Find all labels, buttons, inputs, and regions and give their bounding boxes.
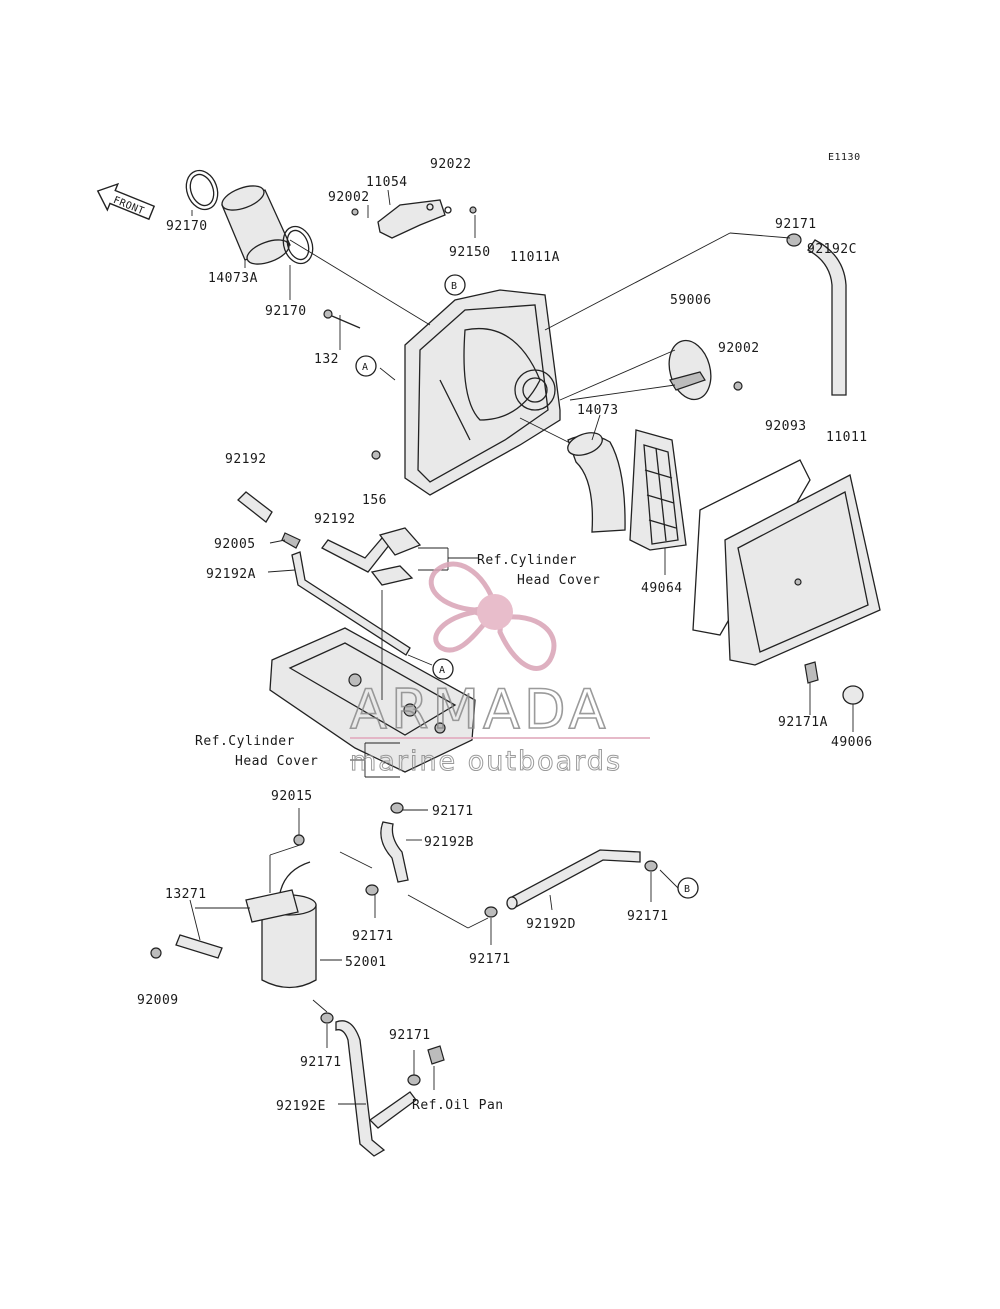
reference-labels: Ref.Cylinder Head Cover Ref.Cylinder Hea… [195, 553, 600, 1113]
callout-b-bottom: B [677, 877, 699, 899]
label-92022: 92022 [430, 157, 472, 172]
label-92002-mid: 92002 [718, 341, 760, 356]
clip-92171A [804, 661, 819, 684]
hose-92192A [291, 551, 411, 656]
label-92171-g: 92171 [300, 1055, 342, 1070]
hose-92192-left [237, 491, 273, 523]
label-92192B: 92192B [424, 835, 474, 850]
label-11054: 11054 [366, 175, 408, 190]
bolt-132 [323, 309, 361, 329]
breather-156 [370, 527, 422, 586]
armada-watermark: ARMADA marine outboards [349, 561, 650, 778]
ref-cylinder-2a: Ref.Cylinder [195, 734, 295, 749]
leader-lines [189, 189, 854, 1105]
clamp-92171-d [644, 860, 658, 872]
label-132: 132 [314, 352, 339, 367]
clamp-92171-top [786, 233, 802, 247]
label-92170-b: 92170 [265, 304, 307, 319]
label-11011: 11011 [826, 430, 868, 445]
hose-92192D [506, 849, 641, 910]
clamp-92171-c [390, 802, 404, 814]
label-92171-h: 92171 [389, 1028, 431, 1043]
nut-92015 [293, 834, 305, 846]
label-92015: 92015 [271, 789, 313, 804]
ref-oil-pan: Ref.Oil Pan [412, 1098, 504, 1113]
label-92171-f: 92171 [469, 952, 511, 967]
bracket-13271 [150, 934, 223, 959]
ref-cylinder-2b: Head Cover [235, 754, 318, 769]
label-92150: 92150 [449, 245, 491, 260]
label-92009: 92009 [137, 993, 179, 1008]
label-49064: 49064 [641, 581, 683, 596]
oil-pan-fitting [427, 1045, 445, 1065]
label-92192C: 92192C [807, 242, 857, 257]
diagram-code: E1130 [828, 152, 861, 163]
elbow-14073 [567, 432, 626, 533]
label-92192E: 92192E [276, 1099, 326, 1114]
label-52001: 52001 [345, 955, 387, 970]
label-92192-mid: 92192 [314, 512, 356, 527]
screw [371, 450, 381, 460]
callout-a-mid: A [432, 658, 454, 680]
label-14073: 14073 [577, 403, 619, 418]
ref-cylinder-1b: Head Cover [517, 573, 600, 588]
label-59006: 59006 [670, 293, 712, 308]
propeller-logo-icon [428, 561, 557, 671]
watermark-brand: ARMADA [350, 678, 610, 741]
ref-cylinder-1a: Ref.Cylinder [477, 553, 577, 568]
label-11011A: 11011A [510, 250, 560, 265]
label-92093: 92093 [765, 419, 807, 434]
label-92192A: 92192A [206, 567, 256, 582]
svg-text:B: B [451, 281, 458, 292]
plate-59006 [668, 339, 743, 401]
front-arrow-icon: FRONT [96, 182, 156, 221]
cap-49006 [842, 685, 864, 705]
callout-b-top: B [444, 274, 466, 296]
label-92005: 92005 [214, 537, 256, 552]
label-92192D: 92192D [526, 917, 576, 932]
label-92170-a: 92170 [166, 219, 208, 234]
hose-92192E [335, 1020, 417, 1157]
fitting-92005 [281, 532, 301, 549]
label-92002-top: 92002 [328, 190, 370, 205]
duct-14073A [221, 185, 291, 265]
svg-text:A: A [362, 362, 369, 373]
label-92171-d: 92171 [627, 909, 669, 924]
canister-52001 [245, 861, 317, 989]
callout-a-top: A [355, 355, 377, 377]
air-box-11011A [404, 289, 561, 496]
label-14073A: 14073A [208, 271, 258, 286]
clamp-92171-g [320, 1012, 334, 1024]
hose-92192C [807, 239, 847, 396]
label-92192-left: 92192 [225, 452, 267, 467]
cylinder-head-cover [269, 627, 476, 773]
watermark-tagline: marine outboards [350, 746, 622, 777]
label-13271: 13271 [165, 887, 207, 902]
svg-text:B: B [684, 884, 691, 895]
hose-92192B [380, 821, 409, 883]
label-92171-e: 92171 [352, 929, 394, 944]
clamp-92171-h [407, 1074, 421, 1086]
part-labels: 92022 11054 92002 92150 11011A 92170 140… [137, 157, 873, 1114]
clamp-92170-b [282, 225, 314, 265]
label-92171A: 92171A [778, 715, 828, 730]
bracket-11054 [351, 199, 477, 239]
hose-92192-mid [321, 537, 391, 573]
cover-11011 [724, 474, 881, 666]
clamp-92171-f [365, 884, 379, 896]
label-156: 156 [362, 493, 387, 508]
clamp-92171-e [484, 906, 498, 918]
clamp-92170-a [185, 169, 219, 211]
filter-element-49064 [629, 429, 687, 551]
label-92171-top: 92171 [775, 217, 817, 232]
svg-text:A: A [439, 665, 446, 676]
label-92171-c: 92171 [432, 804, 474, 819]
label-49006: 49006 [831, 735, 873, 750]
